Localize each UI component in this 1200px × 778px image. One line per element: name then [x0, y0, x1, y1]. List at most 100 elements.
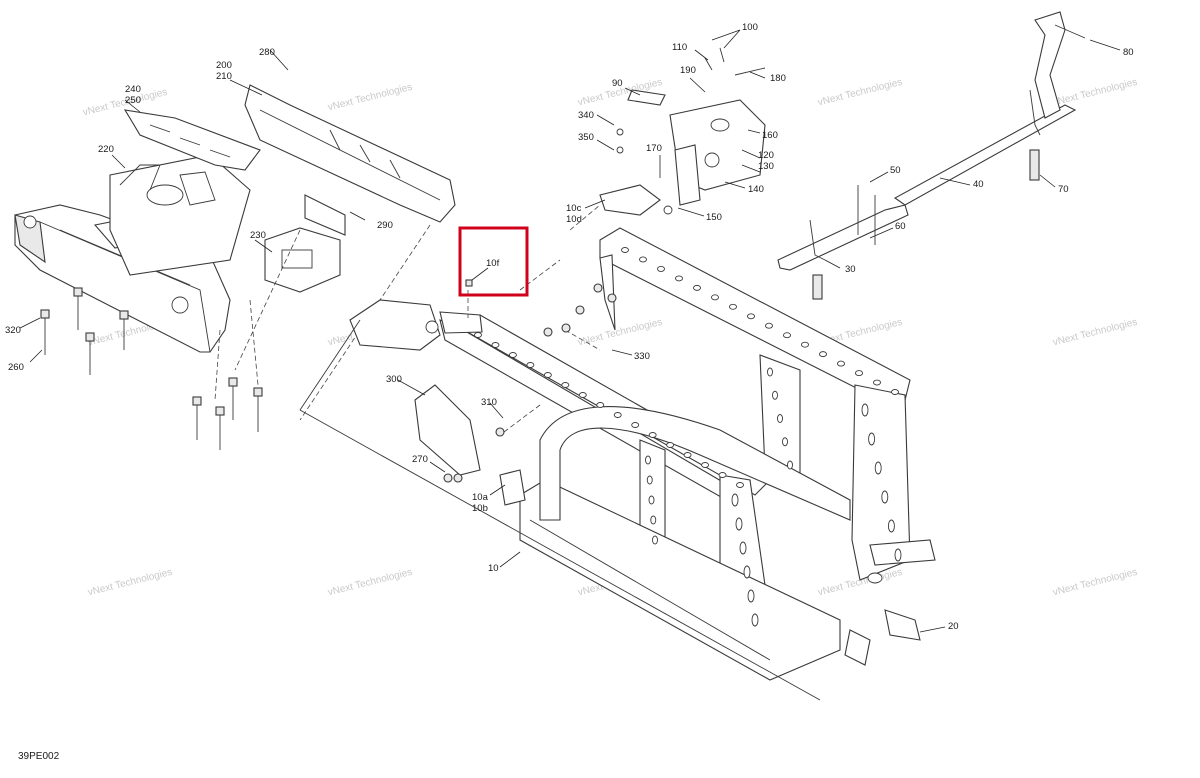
callout-320: 320: [5, 325, 21, 336]
frame-hole: [578, 392, 587, 398]
frame-hole: [747, 589, 755, 603]
frame-hole: [675, 275, 683, 282]
frame-hole: [855, 370, 863, 377]
callout-50: 50: [890, 165, 901, 176]
frame-hole: [526, 362, 535, 368]
callout-100: 100: [742, 22, 758, 33]
callout-30: 30: [845, 264, 856, 275]
frame-hole: [729, 303, 737, 310]
frame-hole: [645, 455, 651, 465]
frame-hole: [881, 490, 889, 504]
frame-hole: [652, 535, 658, 545]
callout-40: 40: [973, 179, 984, 190]
callout-230: 230: [250, 230, 266, 241]
diagram-reference-code: 39PE002: [18, 751, 60, 762]
callout-130: 130: [758, 161, 774, 172]
frame-hole: [474, 332, 482, 338]
callout-140: 140: [748, 184, 764, 195]
frame-hole: [874, 461, 882, 475]
upper-left-bracket-assembly: [14, 84, 456, 450]
frame-hole: [648, 432, 657, 438]
callout-160: 160: [762, 130, 778, 141]
frame-hole: [861, 403, 869, 417]
frame-hole: [657, 265, 665, 272]
callout-180: 180: [770, 73, 786, 84]
callout-110: 110: [672, 42, 687, 53]
leader-lines: [19, 29, 1121, 633]
main-frame: [299, 204, 936, 701]
callout-70: 70: [1058, 184, 1069, 195]
rod-and-pedal-assembly: [777, 11, 1086, 300]
frame-hole: [491, 342, 500, 348]
frame-hole: [613, 412, 622, 418]
callout-250: 250: [125, 95, 141, 106]
callout-310: 310: [481, 397, 497, 408]
frame-hole: [739, 541, 747, 555]
frame-hole-pattern: [474, 247, 902, 627]
frame-hole: [891, 389, 899, 395]
frame-hole: [751, 613, 759, 627]
frame-hole: [873, 379, 881, 386]
center-upper-bracket: [599, 47, 766, 216]
frame-hole: [782, 437, 788, 447]
frame-hole: [711, 294, 719, 301]
frame-hole: [765, 322, 773, 329]
frame-hole: [772, 390, 778, 400]
callout-280: 280: [259, 47, 275, 58]
callout-190: 190: [680, 65, 696, 76]
frame-hole: [743, 565, 751, 579]
frame-hole: [747, 313, 755, 320]
callout-10a: 10a: [472, 492, 489, 503]
frame-hole: [639, 256, 647, 263]
frame-hole: [887, 519, 895, 533]
frame-hole: [650, 515, 657, 525]
frame-hole: [543, 372, 552, 378]
callout-290: 290: [377, 220, 393, 231]
frame-hole: [666, 442, 675, 448]
callout-330: 330: [634, 351, 650, 362]
watermark-text: vNext Technologies: [577, 317, 664, 349]
frame-hole: [787, 460, 793, 470]
callout-60: 60: [895, 221, 906, 232]
highlight-box: [458, 226, 529, 297]
callout-240: 240: [125, 84, 141, 95]
watermark-text: vNext Technologies: [1052, 567, 1139, 599]
watermark-text: vNext Technologies: [1052, 317, 1139, 349]
frame-hole: [736, 482, 744, 488]
frame-hole: [735, 517, 743, 531]
callout-170: 170: [646, 143, 662, 154]
frame-hole: [508, 352, 517, 358]
callout-10b: 10b: [472, 503, 488, 514]
callout-labels: 10 10a 10b 10c 10d 10f 20 30 40 50 60 70…: [5, 22, 1134, 632]
callout-270: 270: [412, 454, 428, 465]
frame-hole: [683, 452, 692, 458]
callout-200: 200: [216, 60, 232, 71]
frame-hole: [693, 284, 701, 291]
frame-hole: [631, 422, 640, 428]
callout-340: 340: [578, 110, 594, 121]
frame-hole: [596, 402, 605, 408]
frame-hole: [801, 341, 809, 348]
callout-10: 10: [488, 563, 499, 574]
callout-120: 120: [758, 150, 774, 161]
frame-hole: [868, 432, 876, 446]
frame-hole: [648, 495, 655, 505]
part-10f-nut: [465, 279, 473, 287]
callout-260: 260: [8, 362, 24, 373]
watermark-text: vNext Technologies: [87, 567, 174, 599]
callout-350: 350: [578, 132, 594, 143]
frame-hole: [819, 351, 827, 358]
callout-210: 210: [216, 71, 232, 82]
callout-90: 90: [612, 78, 623, 89]
callout-20: 20: [948, 621, 959, 632]
callout-10f: 10f: [486, 258, 500, 269]
callout-220: 220: [98, 144, 114, 155]
frame-hole: [767, 367, 773, 377]
frame-hole: [731, 493, 739, 507]
watermark-text: vNext Technologies: [327, 82, 414, 114]
frame-hole: [894, 548, 902, 562]
callout-10d: 10d: [566, 214, 582, 225]
frame-hole: [561, 382, 570, 388]
frame-hole: [621, 247, 629, 253]
